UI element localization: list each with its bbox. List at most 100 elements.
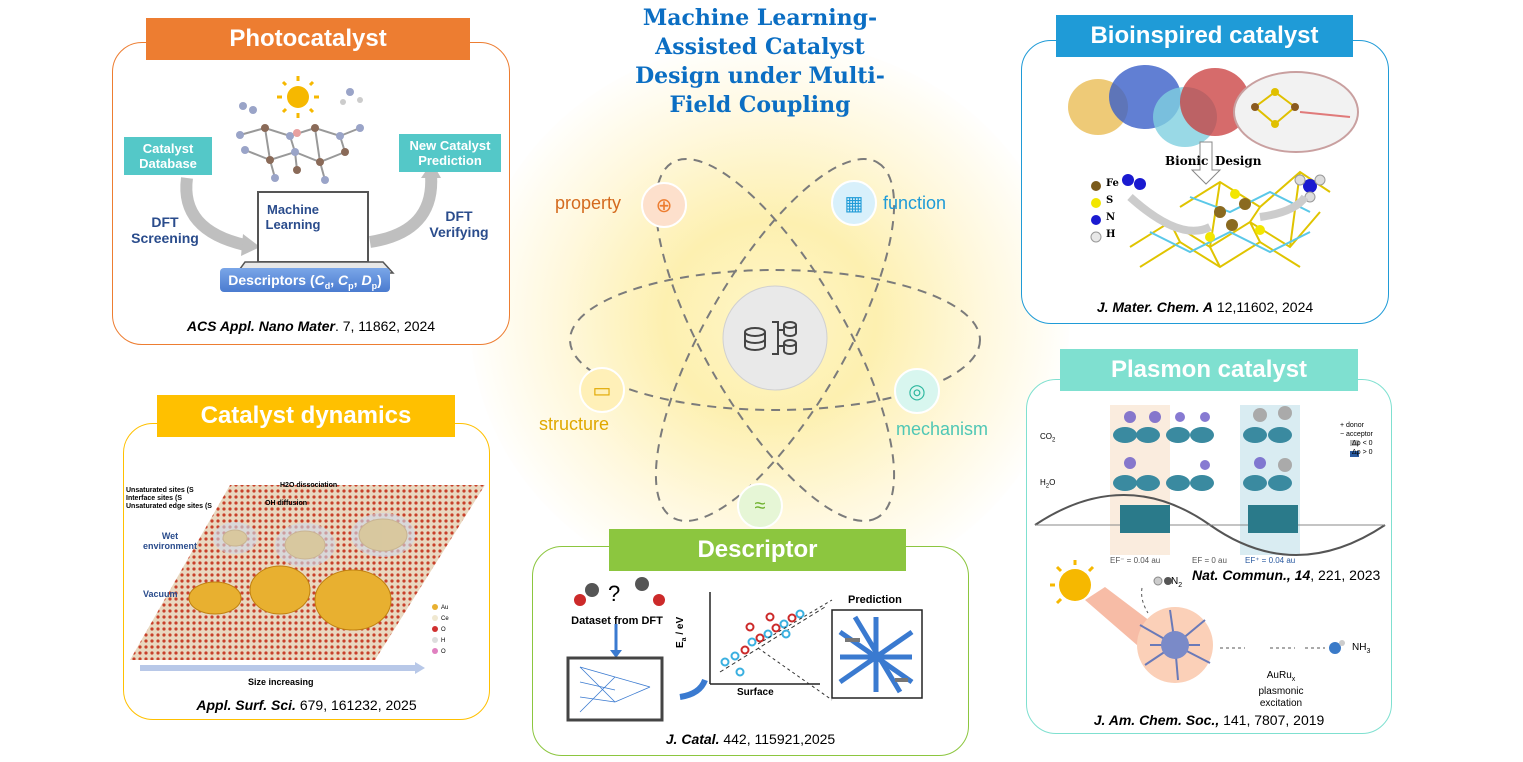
legend-swatch-pos xyxy=(1350,451,1359,457)
bioinspired-illustration xyxy=(1068,65,1359,269)
slab-right xyxy=(1248,505,1298,533)
wet-environment-label: Wet environment xyxy=(142,531,197,551)
dp-sub: p xyxy=(371,280,378,291)
y-axis-e: E xyxy=(675,641,686,648)
lattice-atoms xyxy=(1205,189,1265,242)
scatter-point xyxy=(720,657,730,667)
scatter-point xyxy=(771,623,781,633)
plasmon-journal-1: Nat. Commun., 14 xyxy=(1192,567,1311,583)
dna-icon: ≈ xyxy=(737,483,783,529)
zoom-ellipse xyxy=(1233,71,1359,153)
reaction-arrow-out xyxy=(1259,194,1309,221)
plasmon-illustration xyxy=(1034,405,1386,683)
y-axis-sub: a xyxy=(681,637,688,642)
dp-symbol: D xyxy=(361,272,372,288)
spiral-icon: ◎ xyxy=(894,368,940,414)
photocatalyst-citation: ACS Appl. Nano Mater. 7, 11862, 2024 xyxy=(112,318,510,334)
size-arrowhead xyxy=(415,662,425,674)
n2-label: N2 xyxy=(1171,576,1183,589)
dynamics-cite-rest: 679, 161232, 2025 xyxy=(295,697,417,713)
legend-drho-neg: Δρ < 0 xyxy=(1352,440,1373,447)
particle-core xyxy=(1161,631,1189,659)
title-line-4: Field Coupling xyxy=(669,92,851,118)
co2-text: CO xyxy=(1040,432,1052,441)
nh3-molecule xyxy=(1294,174,1326,203)
plasmon-cite-rest-1: , 221, 2023 xyxy=(1310,567,1381,583)
legend-ce: Ce xyxy=(441,616,449,622)
plasmon-journal-2: J. Am. Chem. Soc., xyxy=(1093,712,1220,728)
descriptors-label: Descriptors ( xyxy=(228,272,315,288)
catalyst-database-tag: Catalyst Database xyxy=(124,137,212,175)
descriptor-illustration xyxy=(566,577,923,722)
dynamics-journal: Appl. Surf. Sci. xyxy=(196,697,296,713)
orbit-60 xyxy=(654,158,896,522)
left-cycle-arrow xyxy=(180,177,247,251)
node-label-property: property xyxy=(555,193,622,213)
bioinspired-header: Bioinspired catalyst xyxy=(1056,15,1353,57)
globe-icon: ⊕ xyxy=(641,182,687,228)
legend-fe: Fe xyxy=(1106,178,1119,189)
orbit-horizontal xyxy=(569,269,981,411)
bioinspired-journal: J. Mater. Chem. A xyxy=(1096,299,1213,315)
grid-icon: ▦ xyxy=(831,180,877,226)
title-line-3: Design under Multi- xyxy=(635,63,885,89)
legend-o: O xyxy=(441,627,446,633)
scatter-points xyxy=(720,609,805,677)
flow-arrow xyxy=(679,678,708,700)
y-axis-unit: / eV xyxy=(675,616,686,638)
legend-h: H xyxy=(1106,229,1116,240)
page-title: Machine Learning- Assisted Catalyst Desi… xyxy=(600,4,920,120)
nh3-label: NH3 xyxy=(1352,642,1371,655)
database-icon xyxy=(744,321,797,355)
x-axis-label: Surface xyxy=(737,687,774,698)
plasmon-citation-1: Nat. Commun., 14, 221, 2023 xyxy=(1192,567,1380,583)
ef-plus-label: EF⁺ = 0.04 au xyxy=(1245,556,1296,565)
photocatalyst-illustration xyxy=(180,76,441,274)
vacuum-label: Vacuum xyxy=(143,589,178,599)
h2o-text: H xyxy=(1040,478,1046,487)
new-catalyst-prediction-tag: New Catalyst Prediction xyxy=(399,134,501,172)
n2-small xyxy=(1153,576,1172,586)
n2-arrow xyxy=(1141,587,1149,614)
sun-icon xyxy=(277,76,319,118)
slab-left xyxy=(1120,505,1170,533)
legend-s: S xyxy=(1106,195,1114,206)
book-icon: ▭ xyxy=(579,367,625,413)
h2o-label: H2O xyxy=(1040,478,1056,490)
oh-diffusion-label: OH diffusion xyxy=(265,500,307,507)
site-labels: Unsaturated sites (S Interface sites (S … xyxy=(126,487,212,511)
legend-h2: H xyxy=(441,638,446,644)
scatter-point xyxy=(787,613,797,623)
reaction-arrow-in xyxy=(1127,194,1212,235)
auru-text: AuRu xyxy=(1266,670,1292,681)
node-label-mechanism: mechanism xyxy=(896,419,989,439)
photocatalyst-cite-rest: . 7, 11862, 2024 xyxy=(334,318,436,334)
dataset-label: Dataset from DFT xyxy=(571,615,663,627)
photocatalyst-header: Photocatalyst xyxy=(146,18,470,60)
dataset-arrowhead xyxy=(610,650,622,658)
orbit-minus60 xyxy=(654,158,896,522)
design-label: Design xyxy=(1215,154,1262,168)
scatter-point xyxy=(730,651,740,661)
crystal-defects xyxy=(845,638,908,682)
question-mark: ? xyxy=(608,581,621,606)
legend-au: Au xyxy=(441,605,449,611)
scatter-point xyxy=(740,645,750,655)
dft-verifying-label: DFT Verifying xyxy=(429,208,489,240)
catalyst-molecule xyxy=(236,88,364,184)
bioinspired-citation: J. Mater. Chem. A 12,11602, 2024 xyxy=(1021,299,1389,315)
legend-n: N xyxy=(1106,212,1116,223)
y-axis-label: Ea / eV xyxy=(675,617,688,648)
design-arrow xyxy=(1190,141,1222,185)
legend-drho-pos: Δρ > 0 xyxy=(1352,449,1373,456)
descriptor-citation: J. Catal. 442, 115921,2025 xyxy=(532,731,969,747)
atom-orbits xyxy=(569,158,981,522)
dft-screening-label: DFT Screening xyxy=(131,214,199,246)
scatter-point xyxy=(779,619,789,629)
node-label-function: function xyxy=(883,193,947,213)
plasmon-cite-rest-2: 141, 7807, 2019 xyxy=(1219,712,1325,728)
bionic-label: Bionic xyxy=(1165,154,1209,168)
cluster-zoom xyxy=(1251,88,1351,128)
density-lobes-grey xyxy=(1253,406,1292,472)
prediction-label: Prediction xyxy=(848,594,902,606)
